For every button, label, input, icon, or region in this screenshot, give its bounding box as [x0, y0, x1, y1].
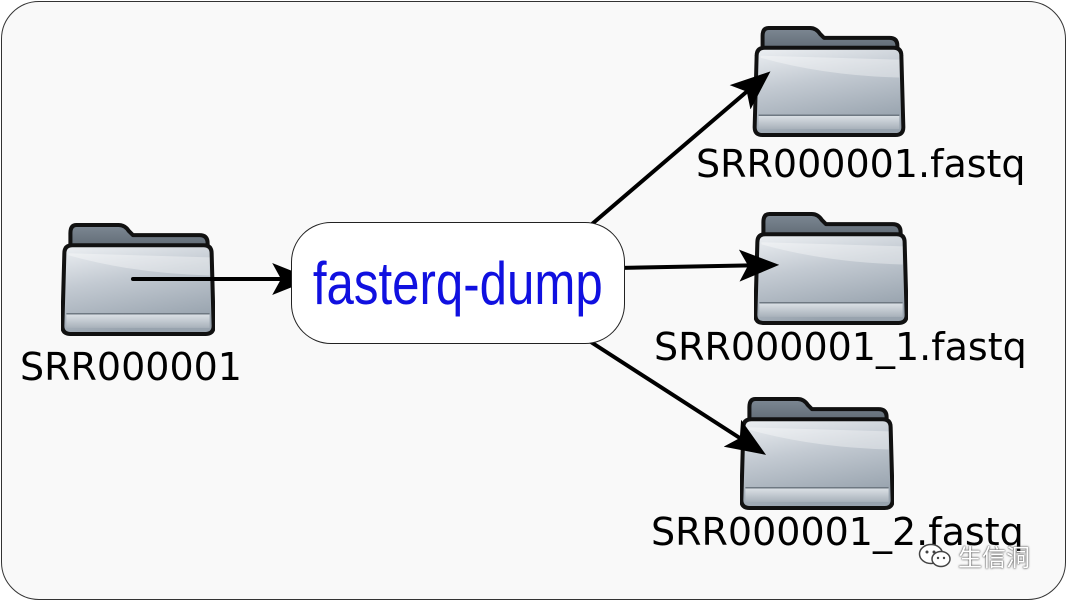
input-file-label: SRR000001 — [20, 345, 242, 389]
tool-label: fasterq-dump — [313, 249, 603, 317]
wechat-icon — [918, 543, 951, 567]
output-file-label: SRR000001_2.fastq — [651, 510, 1024, 554]
arrow-icon — [614, 249, 780, 282]
watermark-text: 生信洞 — [958, 544, 1030, 572]
folder-icon — [755, 214, 906, 323]
tool-node: fasterq-dump — [291, 222, 625, 344]
arrow-icon — [578, 333, 767, 455]
output-file-label: SRR000001.fastq — [696, 142, 1026, 186]
output-file-label: SRR000001_1.fastq — [654, 325, 1027, 369]
folder-icon — [755, 28, 904, 135]
watermark: 生信洞 — [918, 538, 1030, 573]
arrow-icon — [576, 71, 771, 238]
folder-icon — [741, 399, 892, 508]
